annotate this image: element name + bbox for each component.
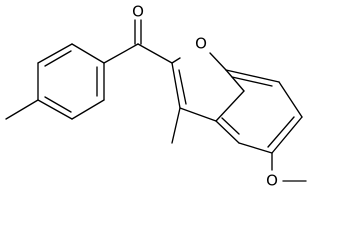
bond bbox=[179, 107, 217, 122]
bond bbox=[37, 99, 73, 120]
ring-methyl-bond bbox=[171, 107, 181, 144]
bond bbox=[71, 43, 105, 64]
furan-oxygen-label: O bbox=[195, 35, 207, 53]
carbonyl-oxygen-label: O bbox=[132, 3, 144, 21]
bond bbox=[37, 43, 73, 64]
double-bond-inner bbox=[178, 69, 187, 105]
furan-ring: O bbox=[171, 35, 245, 122]
bond bbox=[225, 69, 280, 83]
chemical-structure-diagram: O O O bbox=[5, 3, 307, 190]
double-bond-inner bbox=[221, 117, 240, 135]
bond bbox=[103, 43, 139, 64]
double-bond-inner bbox=[44, 96, 72, 113]
bond bbox=[209, 52, 227, 71]
methoxy-oxygen-label: O bbox=[266, 172, 278, 190]
methoxy-group: O bbox=[266, 152, 307, 190]
double-bond-inner bbox=[44, 50, 72, 67]
bond bbox=[137, 43, 173, 64]
bond bbox=[278, 81, 303, 118]
double-bond-inner bbox=[231, 76, 273, 87]
bond bbox=[171, 62, 181, 109]
bond bbox=[238, 142, 273, 154]
bond bbox=[215, 120, 240, 144]
bond bbox=[171, 57, 181, 64]
bond bbox=[215, 90, 245, 122]
benzo-ring bbox=[215, 69, 303, 154]
tolyl-ring bbox=[37, 43, 105, 120]
bond bbox=[225, 69, 245, 92]
ketone-group: O bbox=[103, 3, 173, 64]
bond bbox=[71, 99, 105, 120]
bond bbox=[271, 116, 303, 154]
double-bond-inner bbox=[267, 116, 295, 148]
tolyl-methyl-bond bbox=[5, 99, 39, 120]
